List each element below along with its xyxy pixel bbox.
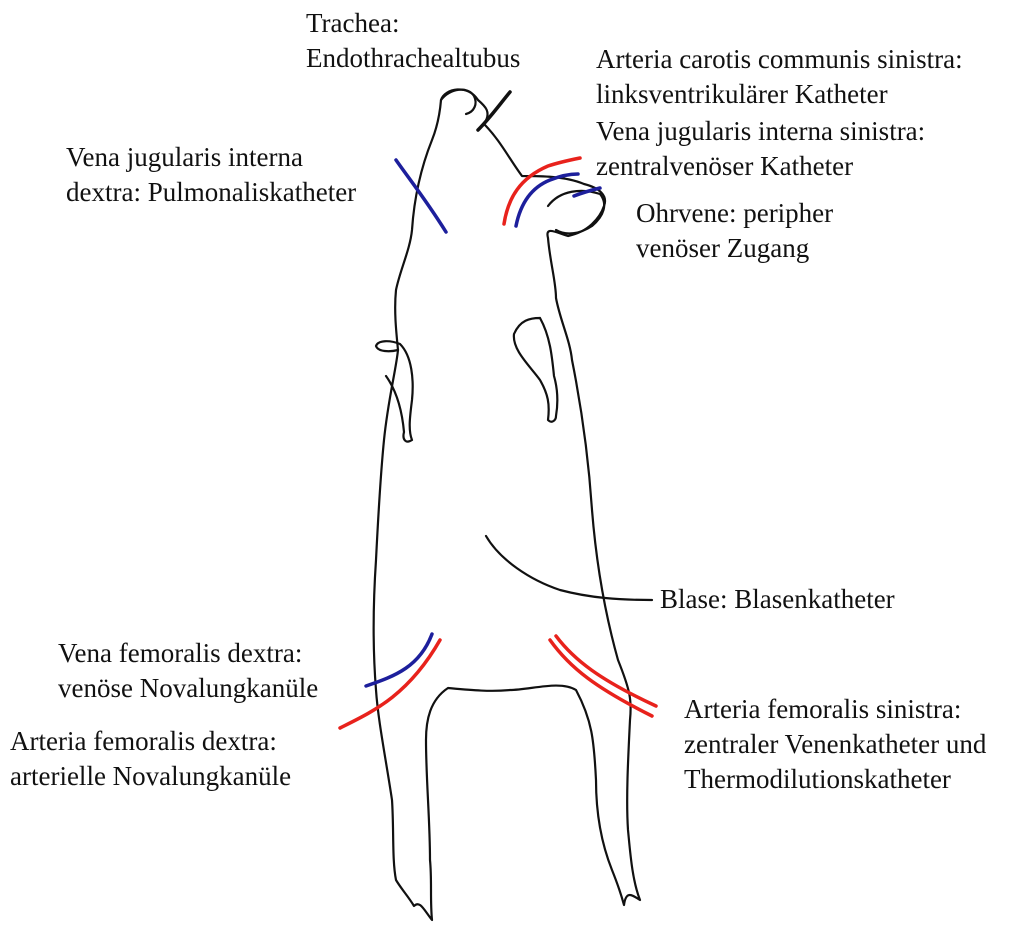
label-blase: Blase: Blasenkatheter xyxy=(660,582,895,617)
label-femoralis-arteria-dextra: Arteria femoralis dextra: arterielle Nov… xyxy=(10,724,291,794)
label-jug-dex-line1: Vena jugularis interna xyxy=(66,140,356,175)
label-fem-a-dex-line2: arterielle Novalungkanüle xyxy=(10,759,291,794)
label-ohrvene-line2: venöser Zugang xyxy=(636,231,833,266)
label-femoralis-arteria-sinistra: Arteria femoralis sinistra: zentraler Ve… xyxy=(684,692,986,797)
femoral-artery-dextra-line xyxy=(340,640,440,728)
label-fem-a-dex-line1: Arteria femoralis dextra: xyxy=(10,724,291,759)
label-carotis-line2: linksventrikulärer Katheter xyxy=(596,77,963,112)
label-jug-dex-line2: dextra: Pulmonaliskatheter xyxy=(66,175,356,210)
label-carotis-line1: Arteria carotis communis sinistra: xyxy=(596,42,963,77)
label-trachea: Trachea: Endothrachealtubus xyxy=(306,6,520,76)
label-carotis: Arteria carotis communis sinistra: links… xyxy=(596,42,963,112)
label-trachea-line1: Trachea: xyxy=(306,6,520,41)
label-jugularis-sinistra: Vena jugularis interna sinistra: zentral… xyxy=(596,114,925,184)
label-jug-sin-line2: zentralvenöser Katheter xyxy=(596,149,925,184)
label-fem-v-dex-line1: Vena femoralis dextra: xyxy=(58,636,318,671)
femoral-artery-sinistra-line-a xyxy=(556,636,656,706)
label-jug-sin-line1: Vena jugularis interna sinistra: xyxy=(596,114,925,149)
label-ohrvene-line1: Ohrvene: peripher xyxy=(636,196,833,231)
label-trachea-line2: Endothrachealtubus xyxy=(306,41,520,76)
label-fem-v-dex-line2: venöse Novalungkanüle xyxy=(58,671,318,706)
label-blase-line1: Blase: Blasenkatheter xyxy=(660,582,895,617)
endotracheal-tube-line xyxy=(478,92,510,130)
label-fem-a-sin-line3: Thermodilutionskatheter xyxy=(684,762,986,797)
label-ohrvene: Ohrvene: peripher venöser Zugang xyxy=(636,196,833,266)
label-jugularis-dextra: Vena jugularis interna dextra: Pulmonali… xyxy=(66,140,356,210)
ear xyxy=(548,191,604,234)
left-front-leg xyxy=(514,318,557,422)
label-femoralis-vena-dextra: Vena femoralis dextra: venöse Novalungka… xyxy=(58,636,318,706)
bladder-catheter-line xyxy=(486,536,652,600)
label-fem-a-sin-line1: Arteria femoralis sinistra: xyxy=(684,692,986,727)
label-fem-a-sin-line2: zentraler Venenkatheter und xyxy=(684,727,986,762)
right-front-leg xyxy=(376,341,413,441)
